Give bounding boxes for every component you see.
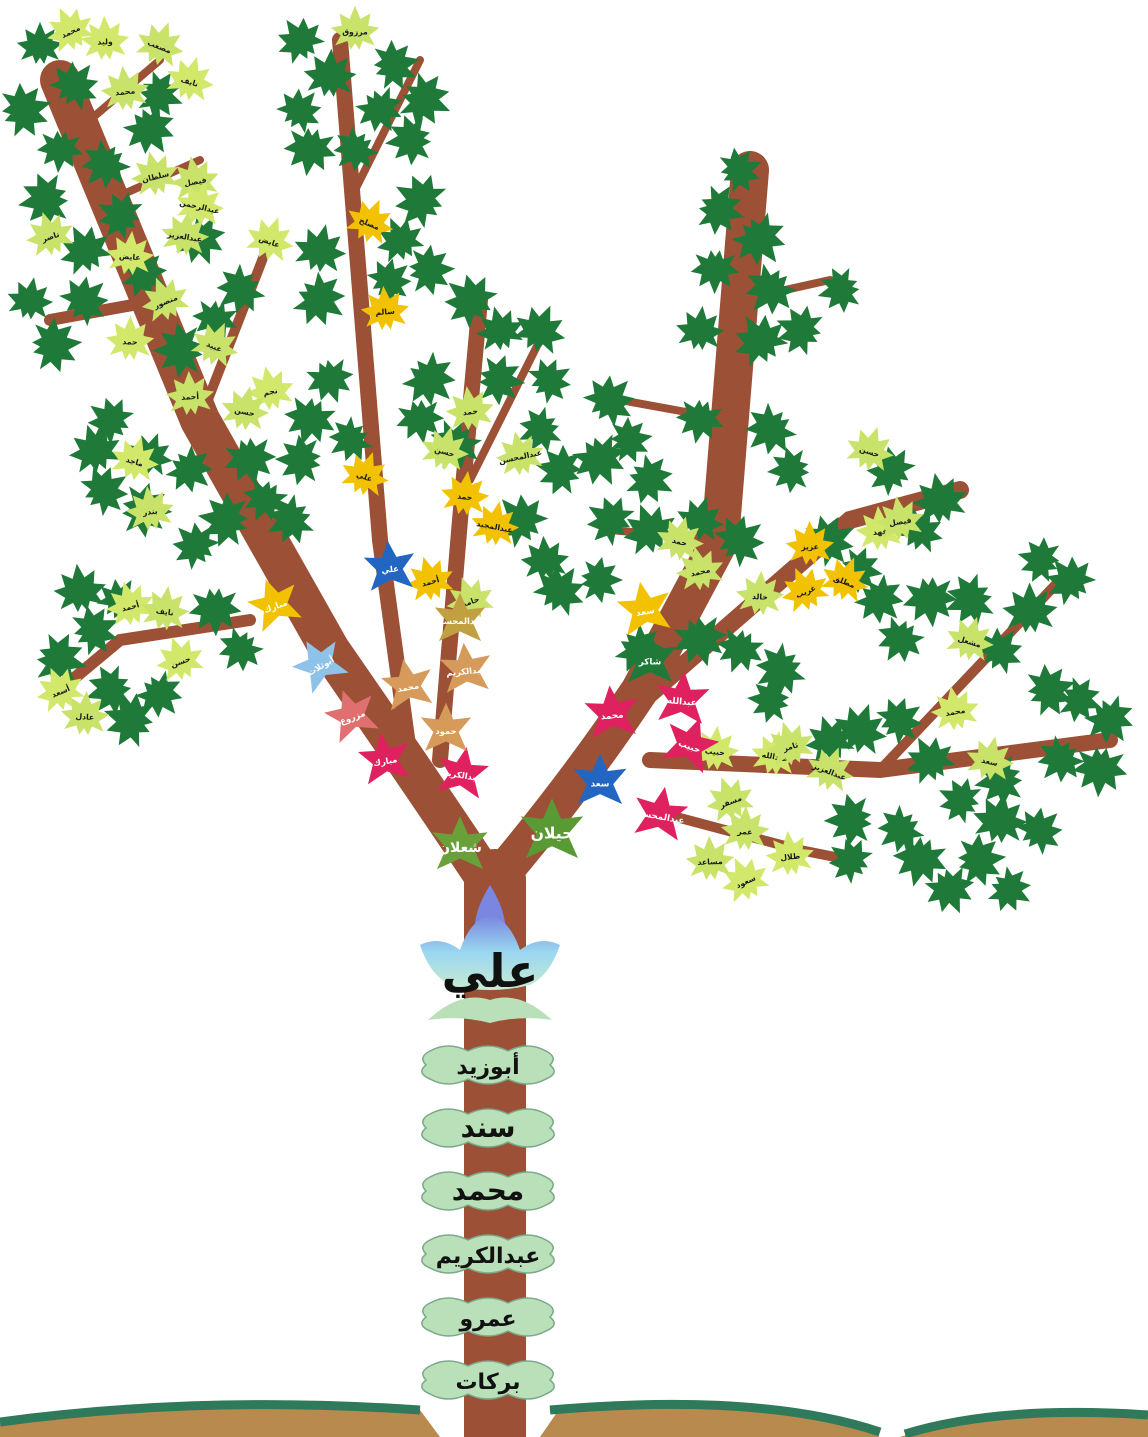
green-leaf-49 bbox=[289, 218, 351, 277]
name-leaf-10-label: عايض bbox=[119, 251, 141, 262]
root-flower: علي bbox=[420, 885, 560, 1023]
name-leaf-23-label: عادل bbox=[75, 712, 94, 722]
lineage-name: محمد bbox=[452, 1174, 524, 1207]
green-leaf-52-group bbox=[286, 265, 358, 339]
green-leaf-38 bbox=[266, 6, 331, 70]
green-leaf-103-group bbox=[867, 611, 931, 674]
name-leaf-36-label: خالد bbox=[752, 592, 768, 602]
green-leaf-68 bbox=[519, 534, 570, 581]
green-leaf-79 bbox=[576, 363, 647, 434]
green-leaf-102-group bbox=[900, 575, 960, 630]
right-child-1-label: محمد bbox=[600, 710, 624, 722]
name-leaf-12-label: حمد bbox=[122, 337, 137, 346]
name-leaf-25-label: مرزوق bbox=[342, 27, 368, 36]
lineage-item-group: أبوزيد bbox=[422, 1046, 554, 1084]
green-leaf-38-group bbox=[266, 6, 331, 70]
green-leaf-51-group bbox=[408, 243, 457, 296]
name-leaf-15-group: عايض bbox=[240, 209, 301, 267]
green-leaf-115 bbox=[929, 769, 987, 829]
lineage-name: سند bbox=[460, 1111, 515, 1144]
green-leaf-44-group bbox=[280, 125, 339, 180]
left-child-8-label: عبدالمحسن bbox=[436, 616, 484, 627]
green-leaf-124-group bbox=[823, 793, 873, 847]
green-leaf-85 bbox=[765, 445, 811, 495]
green-leaf-51 bbox=[408, 243, 457, 296]
root-name: علي bbox=[442, 944, 539, 998]
green-leaf-68-group bbox=[519, 534, 570, 581]
name-leaf-53-group: طلال bbox=[763, 828, 816, 877]
green-leaf-75 bbox=[812, 263, 865, 318]
name-leaf-49-label: عمر bbox=[736, 827, 752, 837]
lineage-name: أبوزيد bbox=[456, 1051, 519, 1080]
green-leaf-29-group bbox=[51, 561, 109, 615]
green-leaf-102 bbox=[900, 575, 960, 630]
lineage-name: عمرو bbox=[458, 1307, 516, 1332]
green-leaf-90 bbox=[581, 557, 623, 603]
name-leaf-16-label: بندر bbox=[141, 506, 158, 517]
green-leaf-112-group bbox=[1071, 746, 1129, 800]
name-leaf-51-label: مساعد bbox=[697, 857, 723, 867]
green-leaf-85-group bbox=[765, 445, 811, 495]
green-leaf-81-group bbox=[620, 448, 684, 514]
green-leaf-79-group bbox=[576, 363, 647, 434]
green-leaf-75-group bbox=[812, 263, 865, 318]
lineage-name: بركات bbox=[455, 1370, 520, 1395]
green-leaf-112 bbox=[1071, 746, 1129, 800]
name-leaf-14-label: أحمد bbox=[181, 391, 199, 402]
right-child-3-group: عبدالمحسن bbox=[630, 782, 691, 841]
lineage-item-group: سند bbox=[422, 1109, 554, 1147]
left-child-3-label: حمود bbox=[435, 726, 456, 737]
lineage-item-group: عبدالكريم bbox=[422, 1235, 554, 1273]
green-leaf-29 bbox=[51, 561, 109, 615]
name-leaf-25-group: مرزوق bbox=[331, 6, 379, 50]
green-leaf-115-group bbox=[929, 769, 987, 829]
lineage-item-group: بركات bbox=[422, 1361, 554, 1399]
name-leaf-38-label: عزيز bbox=[800, 542, 819, 551]
green-leaf-49-group bbox=[289, 218, 351, 277]
branch-right-name: حيلان bbox=[531, 825, 574, 843]
name-leaf-1-label: وليد bbox=[97, 37, 113, 47]
right-child-0-label: سعد bbox=[591, 779, 610, 789]
green-leaf-52 bbox=[286, 265, 358, 339]
left-child-9-label: علي bbox=[381, 563, 399, 574]
green-leaf-56-group bbox=[274, 434, 322, 486]
green-leaf-90-group bbox=[581, 557, 623, 603]
lineage-item-group: محمد bbox=[422, 1172, 554, 1210]
green-leaf-81 bbox=[620, 448, 684, 514]
root-base-leaf bbox=[428, 998, 552, 1024]
name-leaf-34-label: حمد bbox=[457, 491, 473, 502]
lineage-name: عبدالكريم bbox=[436, 1244, 541, 1269]
branch-left-name: شعلان bbox=[438, 840, 482, 856]
lineage-item-group: عمرو bbox=[422, 1298, 554, 1336]
right-child-5-label: شاكر bbox=[638, 657, 662, 667]
ground bbox=[0, 1404, 1148, 1437]
green-leaf-124 bbox=[823, 793, 873, 847]
green-leaf-103 bbox=[867, 611, 931, 674]
green-leaf-86-group bbox=[575, 485, 641, 552]
green-leaf-44 bbox=[280, 125, 339, 180]
name-leaf-27-label: سالم bbox=[375, 307, 395, 317]
green-leaf-56 bbox=[274, 434, 322, 486]
green-leaf-86 bbox=[575, 485, 641, 552]
